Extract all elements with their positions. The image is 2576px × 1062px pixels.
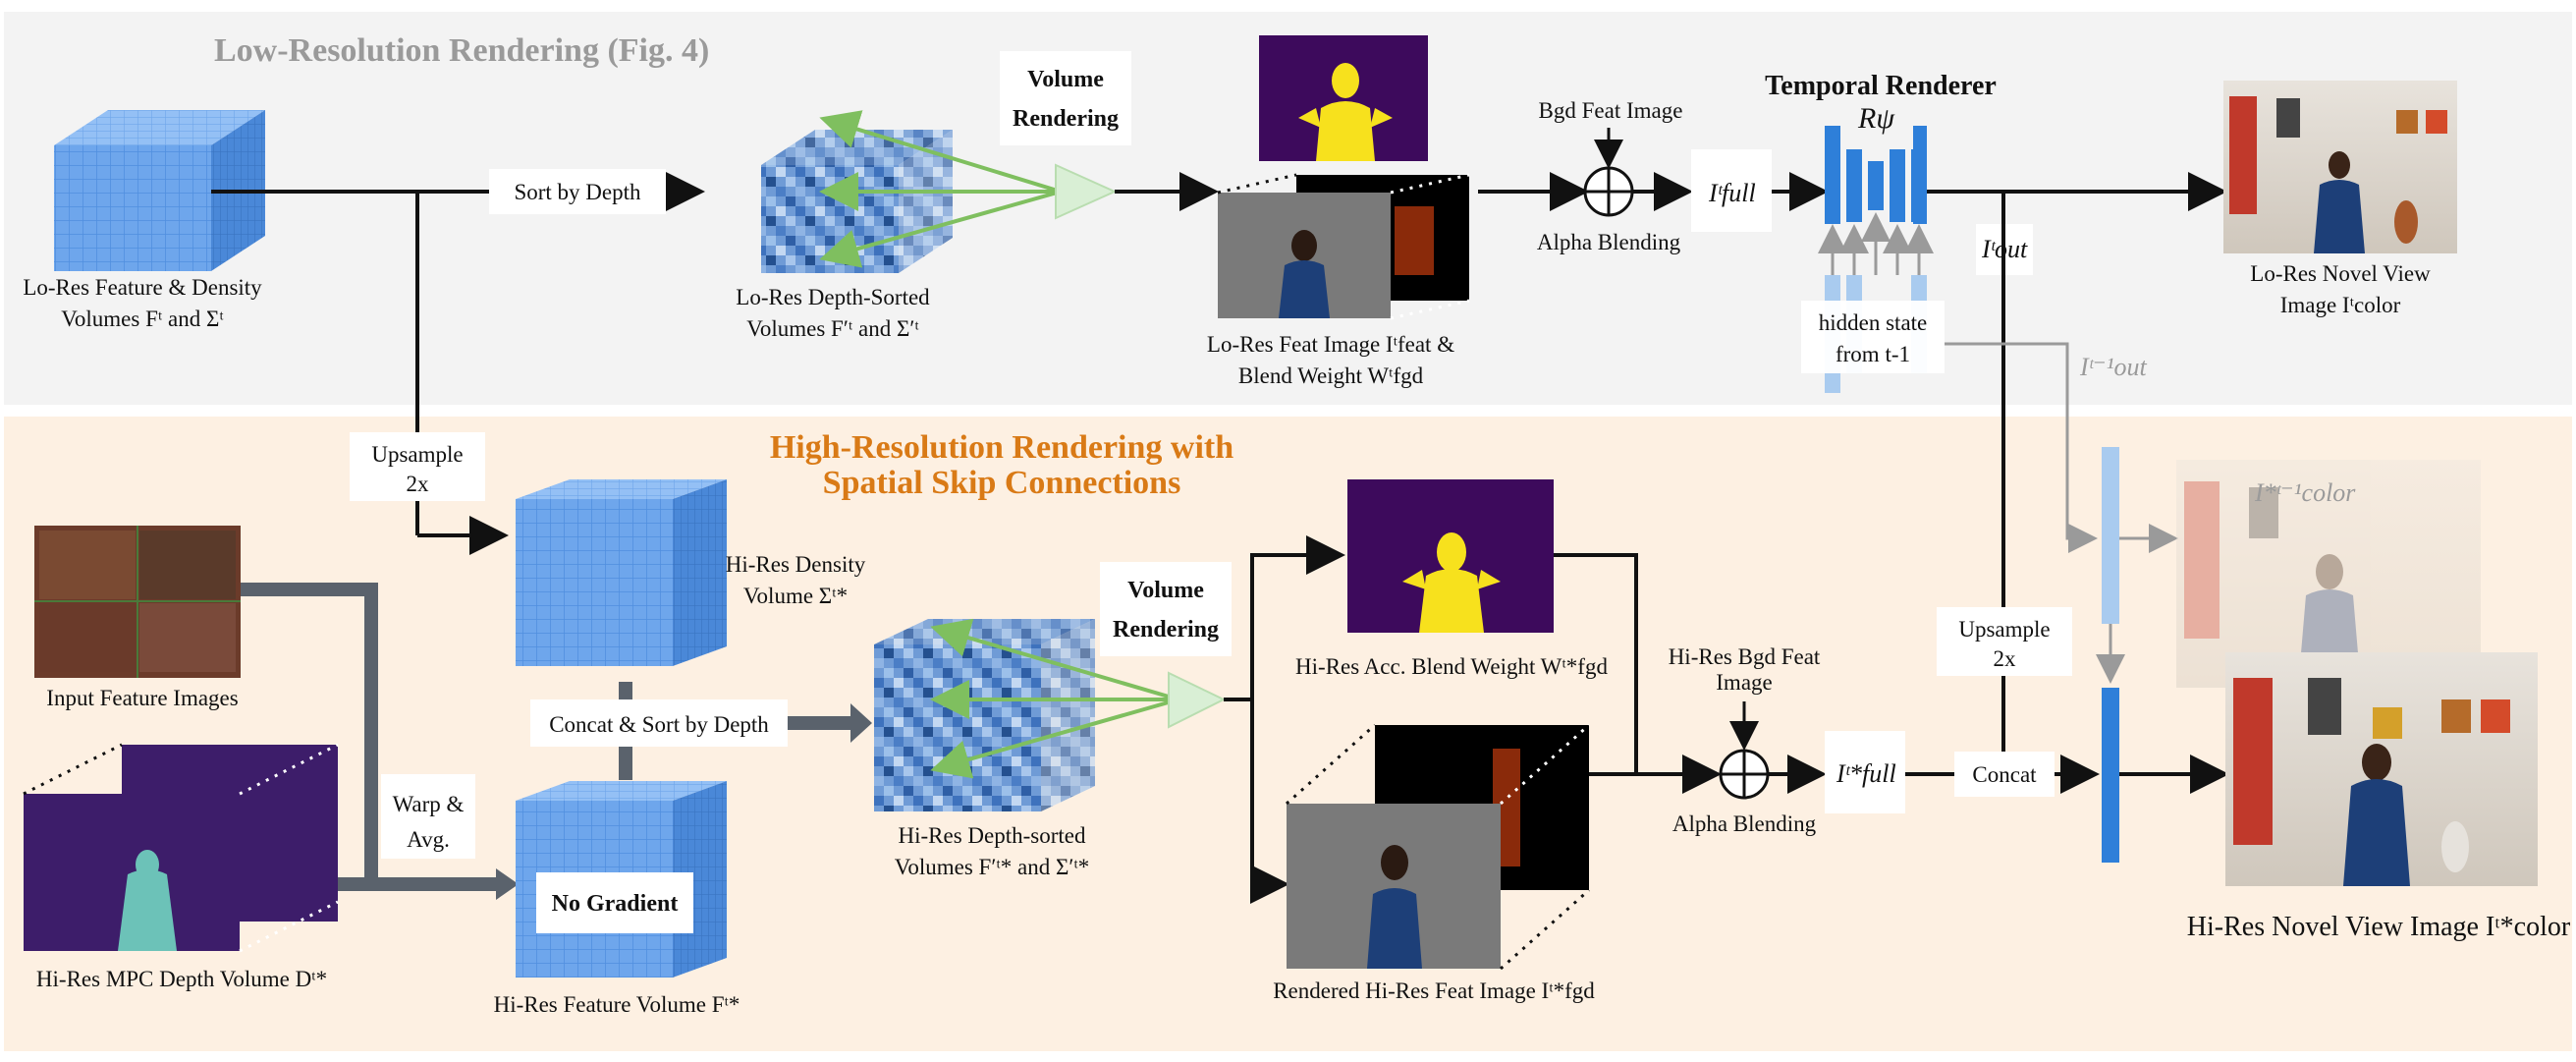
hi-res-mask-image	[1347, 479, 1554, 633]
lo-res-mask-image	[1259, 35, 1428, 161]
no-gradient-label: No Gradient	[552, 891, 679, 917]
upsample-right-1: Upsample	[1958, 617, 2050, 642]
upsample-2: 2x	[407, 472, 430, 496]
hi-res-ifull: Iᵗ*full	[1836, 759, 1896, 788]
upsample-right-box	[1937, 607, 2072, 676]
hidden-state-2: from t-1	[1836, 342, 1910, 366]
lo-res-feature-label-2: Volumes Fᵗ and Σᵗ	[61, 307, 224, 331]
sort-by-depth-label: Sort by Depth	[514, 180, 641, 204]
lo-res-sorted-label-2: Volumes F′ᵗ and Σ′ᵗ	[746, 316, 919, 341]
sort-by-depth-box	[489, 169, 666, 214]
lo-res-ifull-box	[1691, 149, 1772, 232]
lo-res-feat-label-1: Lo-Res Feat Image Iᵗfeat &	[1207, 332, 1454, 357]
hi-res-density-2: Volume Σᵗ*	[743, 584, 848, 608]
warp-1: Warp &	[393, 792, 465, 816]
lo-res-volume-rendering-box	[1000, 51, 1131, 145]
lo-res-ifull: Iᵗfull	[1708, 179, 1756, 207]
warp-box	[381, 774, 475, 859]
hi-res-density-cube	[516, 479, 727, 666]
low-res-title: Low-Resolution Rendering (Fig. 4)	[214, 32, 709, 69]
acc-blend-weight-label: Hi-Res Acc. Blend Weight Wᵗ*fgd	[1295, 654, 1608, 679]
rendered-feat-label: Rendered Hi-Res Feat Image Iᵗ*fgd	[1273, 978, 1595, 1003]
lo-res-novel-label-2: Image Iᵗcolor	[2280, 293, 2401, 317]
temporal-renderer-title: Temporal Renderer	[1765, 71, 1997, 101]
hi-res-volume-rendering-1: Volume	[1127, 578, 1204, 603]
lo-res-plus-icon	[1583, 166, 1634, 217]
hi-res-rays	[930, 618, 1179, 779]
hi-res-alpha-blending: Alpha Blending	[1672, 811, 1817, 836]
i-out-prev: Iᵗ⁻¹out	[2079, 353, 2148, 381]
mpc-depth-label: Hi-Res MPC Depth Volume Dᵗ*	[36, 967, 327, 991]
lo-res-bgd-label: Bgd Feat Image	[1539, 98, 1683, 123]
upsample-right-2: 2x	[1994, 646, 2017, 671]
arrow-features-to-warp	[241, 583, 378, 884]
hi-res-frustum	[1168, 671, 1227, 729]
high-res-title-line1: High-Resolution Rendering with	[770, 429, 1233, 466]
hi-res-sorted-cube	[874, 619, 1095, 811]
thick-arrowhead-2	[850, 703, 872, 743]
arrow-feedback	[1945, 342, 2098, 553]
hi-res-novel-view-image	[2225, 652, 2538, 886]
arrow-to-rendered-feat	[1250, 699, 1289, 904]
upsample-box	[350, 432, 485, 501]
hi-res-feature-label: Hi-Res Feature Volume Fᵗ*	[494, 992, 740, 1017]
lo-res-volume-rendering-1: Volume	[1027, 67, 1104, 92]
lo-res-feat-label-2: Blend Weight Wᵗfgd	[1238, 363, 1424, 388]
thick-arrowhead-1	[496, 868, 519, 900]
concat-arrow-shaft	[788, 716, 852, 730]
final-net-dark	[2102, 688, 2119, 863]
hi-res-ifull-box	[1825, 731, 1905, 813]
concat-sort-label: Concat & Sort by Depth	[549, 712, 769, 737]
high-res-title-line2: Spatial Skip Connections	[823, 465, 1181, 501]
r-psi-label: Rψ	[1857, 102, 1895, 135]
hi-res-feat-stack	[1286, 723, 1590, 971]
mpc-depth-stack	[23, 743, 339, 953]
warp-2: Avg.	[407, 827, 450, 852]
concat-box	[1954, 752, 2055, 797]
lo-res-novel-view-image	[2223, 81, 2457, 253]
hi-res-volume-rendering-box	[1100, 562, 1232, 656]
lo-res-feature-cube	[54, 110, 265, 271]
hi-res-bgd-1: Hi-Res Bgd Feat	[1669, 644, 1821, 669]
lo-res-sorted-label-1: Lo-Res Depth-Sorted	[736, 285, 930, 309]
lo-res-feat-stack	[1217, 173, 1470, 320]
input-feature-label: Input Feature Images	[46, 686, 238, 710]
concat-sort-box	[530, 699, 788, 747]
hidden-state-box	[1801, 301, 1945, 373]
hi-res-sorted-1: Hi-Res Depth-sorted	[899, 823, 1086, 848]
lo-res-feature-label-1: Lo-Res Feature & Density	[23, 275, 262, 300]
lo-res-novel-label-1: Lo-Res Novel View	[2250, 261, 2431, 286]
lo-res-alpha-blending: Alpha Blending	[1537, 230, 1681, 254]
hidden-state-1: hidden state	[1819, 310, 1928, 335]
hi-res-density-1: Hi-Res Density	[726, 552, 866, 577]
arrow-to-acc-weight	[1224, 535, 1345, 701]
no-gradient-box	[536, 872, 693, 933]
hi-res-sorted-2: Volumes F′ᵗ* and Σ′ᵗ*	[895, 855, 1090, 879]
final-net-light	[2102, 447, 2119, 624]
hi-res-volume-rendering-2: Rendering	[1113, 617, 1219, 643]
hi-res-novel-label: Hi-Res Novel View Image Iᵗ*color	[2187, 912, 2571, 942]
upsample-1: Upsample	[371, 442, 463, 467]
lo-res-volume-rendering-2: Rendering	[1013, 106, 1119, 132]
input-feature-images	[34, 526, 241, 678]
lo-res-rays	[819, 110, 1062, 268]
hi-res-plus-icon	[1719, 749, 1770, 800]
hi-res-bgd-2: Image	[1716, 670, 1772, 695]
prev-color-label: I*ᵗ⁻¹color	[2254, 478, 2356, 507]
concat-label: Concat	[1972, 762, 2037, 787]
lo-res-frustum	[1055, 163, 1118, 220]
